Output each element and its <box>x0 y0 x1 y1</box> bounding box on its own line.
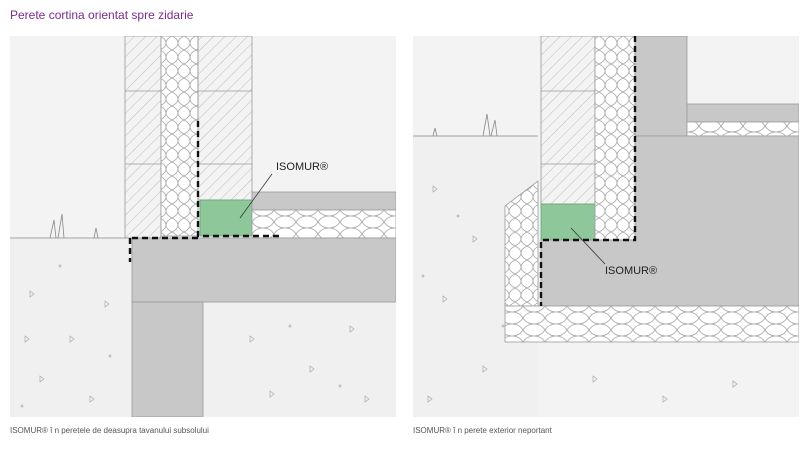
page-title: Perete cortina orientat spre zidarie <box>10 8 194 22</box>
floor-screed <box>686 103 799 123</box>
isomur-label: ISOMUR® <box>276 161 328 173</box>
label-leader <box>570 227 606 265</box>
grass-icon <box>432 113 498 137</box>
right-diagram: ISOMUR® <box>413 36 799 417</box>
floor-screed <box>251 191 396 211</box>
inner-masonry <box>197 36 253 201</box>
outer-masonry <box>540 36 596 205</box>
isomur-block <box>540 203 596 241</box>
outer-masonry <box>124 36 162 239</box>
left-diagram-svg: ISOMUR® <box>10 36 396 417</box>
right-diagram-svg: ISOMUR® <box>413 36 799 417</box>
damp-proof-line <box>128 121 280 262</box>
grass-icon <box>49 213 99 239</box>
right-caption: ISOMUR® î n perete exterior neportant <box>413 426 552 435</box>
damp-proof-line <box>539 36 637 306</box>
label-leader <box>239 173 273 219</box>
isomur-block <box>199 199 253 237</box>
left-caption: ISOMUR® î n peretele de deasupra tavanul… <box>10 426 209 435</box>
concrete-wall <box>634 36 688 137</box>
isomur-label: ISOMUR® <box>605 265 657 277</box>
basement-slab <box>131 237 396 303</box>
left-diagram: ISOMUR® <box>10 36 396 417</box>
basement-wall <box>131 301 204 417</box>
ground-texture <box>20 264 370 408</box>
